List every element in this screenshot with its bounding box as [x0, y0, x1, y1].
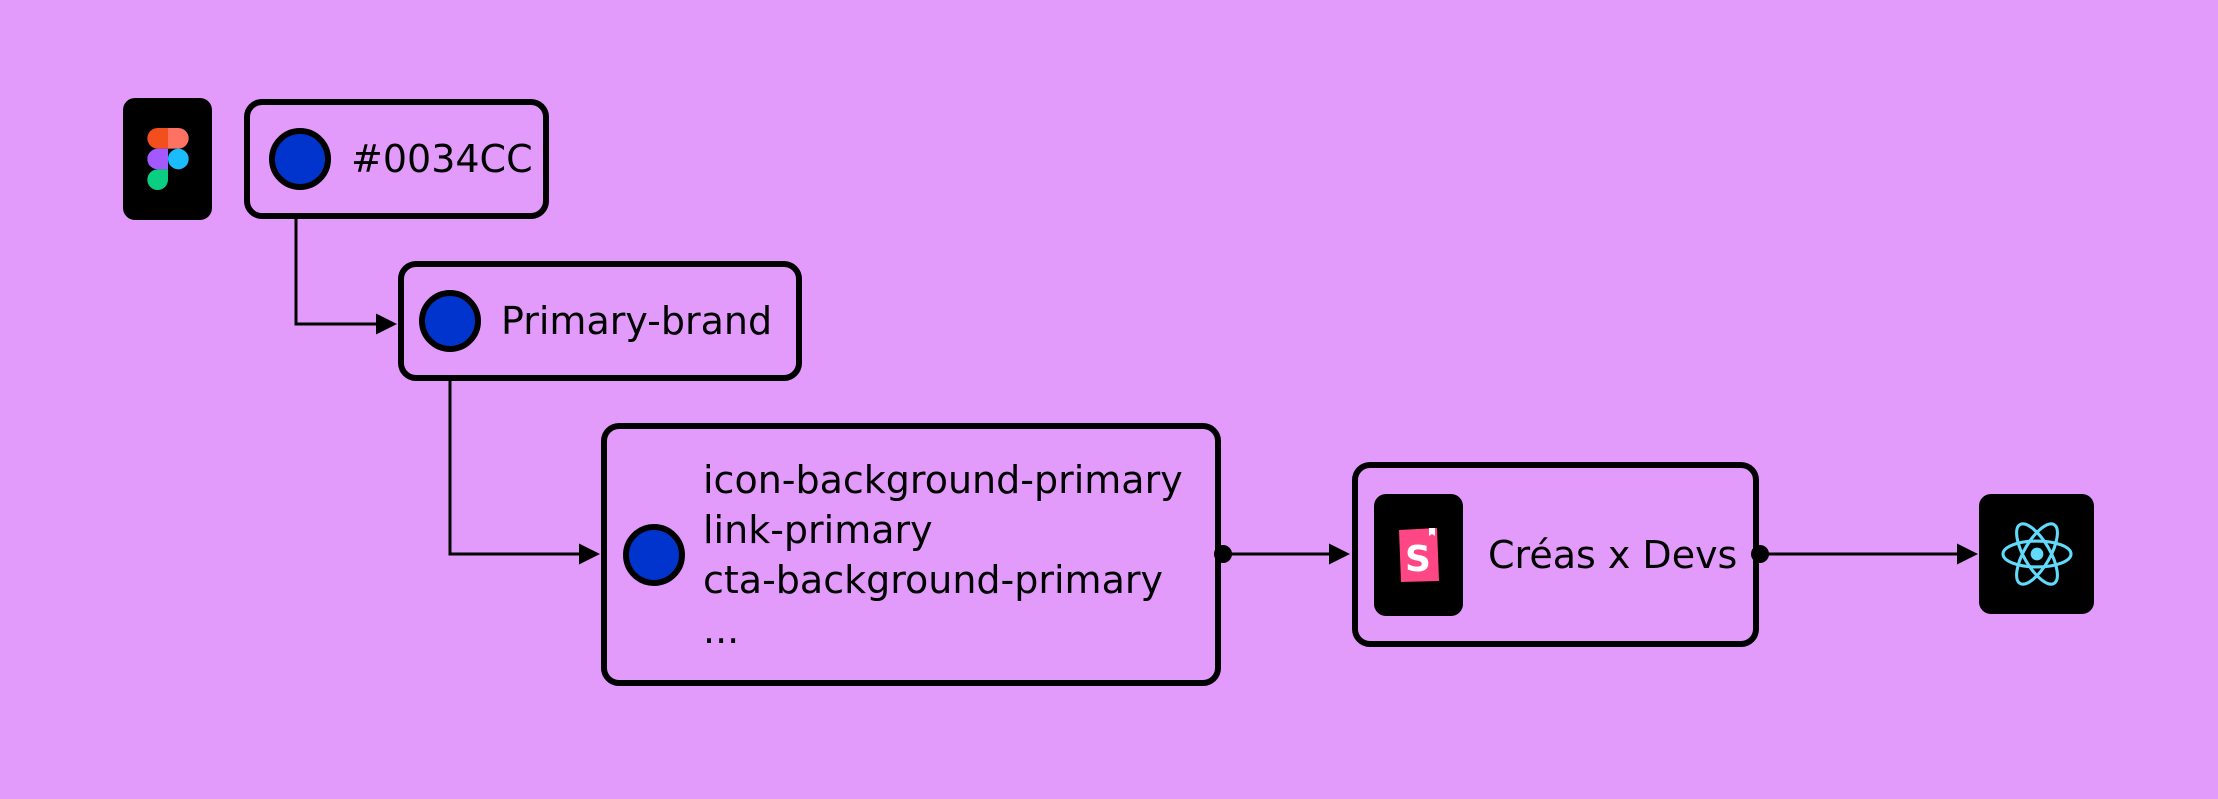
color-swatch: [269, 128, 331, 190]
storybook-logo-icon: S: [1374, 493, 1463, 616]
token-item: cta-background-primary: [703, 557, 1163, 602]
storybook-node: S Créas x Devs: [1352, 462, 1759, 647]
token-item: link-primary: [703, 507, 933, 552]
connector-brand-to-tokens: [448, 378, 600, 565]
primary-brand-label: Primary-brand: [501, 299, 773, 343]
storybook-logo-glyph: S: [1398, 527, 1439, 582]
primary-brand-node: Primary-brand: [398, 261, 802, 381]
token-item: ...: [703, 607, 740, 652]
color-swatch: [419, 290, 481, 352]
color-swatch: [623, 523, 685, 586]
react-logo-icon: [1979, 494, 2094, 614]
token-list: icon-background-primary link-primary cta…: [703, 455, 1183, 655]
token-item: icon-background-primary: [703, 457, 1183, 502]
connector-hex-to-brand: [294, 216, 397, 335]
hex-color-node: #0034CC: [244, 99, 549, 219]
figma-logo-glyph: [146, 128, 189, 190]
semantic-tokens-node: icon-background-primary link-primary cta…: [601, 423, 1221, 686]
figma-logo-icon: [123, 98, 212, 220]
svg-text:S: S: [1405, 539, 1431, 580]
hex-color-label: #0034CC: [351, 137, 533, 181]
react-logo-glyph: [2000, 522, 2073, 586]
storybook-label: Créas x Devs: [1488, 532, 1738, 577]
